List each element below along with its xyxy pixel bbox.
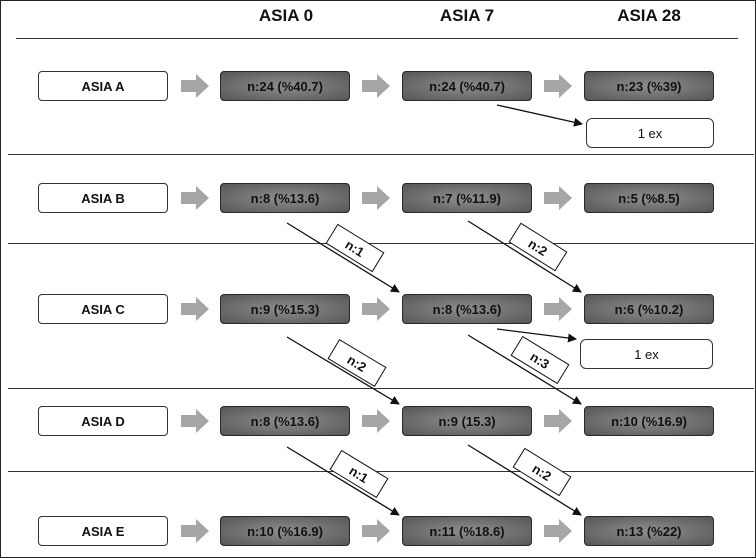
flow-arrow-icon [544, 74, 572, 98]
row-divider-d-e [8, 471, 754, 472]
flow-arrow-icon [181, 74, 209, 98]
flow-arrow-icon [544, 409, 572, 433]
flow-arrow-icon [362, 519, 390, 543]
column-header-asia-28: ASIA 28 [617, 6, 681, 25]
row-divider-c-d [8, 388, 754, 389]
row-label-asia-b: ASIA B [38, 183, 168, 213]
column-header-asia-7: ASIA 7 [439, 6, 495, 25]
row-label-asia-c: ASIA C [38, 294, 168, 324]
row-label-asia-e: ASIA E [38, 516, 168, 546]
cell-asia-c-day-7: n:8 (%13.6) [402, 294, 532, 324]
flow-arrow-icon [181, 297, 209, 321]
cell-asia-a-day-28: n:23 (%39) [584, 71, 714, 101]
cell-asia-b-day-28: n:5 (%8.5) [584, 183, 714, 213]
row-label-asia-a: ASIA A [38, 71, 168, 101]
row-divider-b-c [8, 243, 754, 244]
cell-asia-a-day-7: n:24 (%40.7) [402, 71, 532, 101]
flow-arrow-icon [362, 409, 390, 433]
cell-asia-e-day-0: n:10 (%16.9) [220, 516, 350, 546]
cell-asia-e-day-28: n:13 (%22) [584, 516, 714, 546]
cell-asia-c-day-28: n:6 (%10.2) [584, 294, 714, 324]
flow-arrow-icon [181, 519, 209, 543]
cell-asia-c-day-0: n:9 (%15.3) [220, 294, 350, 324]
flow-arrow-icon [544, 297, 572, 321]
row-label-asia-d: ASIA D [38, 406, 168, 436]
cell-asia-b-day-0: n:8 (%13.6) [220, 183, 350, 213]
cell-asia-d-day-7: n:9 (15.3) [402, 406, 532, 436]
cell-asia-b-day-7: n:7 (%11.9) [402, 183, 532, 213]
exit-box-asia-c: 1 ex [580, 339, 713, 369]
row-divider-a-b [8, 154, 754, 155]
cell-asia-a-day-0: n:24 (%40.7) [220, 71, 350, 101]
exit-box-asia-a: 1 ex [586, 118, 714, 148]
flow-arrow-icon [362, 74, 390, 98]
flow-arrow-icon [362, 186, 390, 210]
flow-arrow-icon [181, 409, 209, 433]
column-header-asia-0: ASIA 0 [258, 6, 314, 25]
cell-asia-d-day-28: n:10 (%16.9) [584, 406, 714, 436]
header-divider [16, 38, 738, 39]
flow-arrow-icon [544, 186, 572, 210]
flow-arrow-icon [544, 519, 572, 543]
cell-asia-d-day-0: n:8 (%13.6) [220, 406, 350, 436]
flow-arrow-icon [181, 186, 209, 210]
cell-asia-e-day-7: n:11 (%18.6) [402, 516, 532, 546]
flow-arrow-icon [362, 297, 390, 321]
